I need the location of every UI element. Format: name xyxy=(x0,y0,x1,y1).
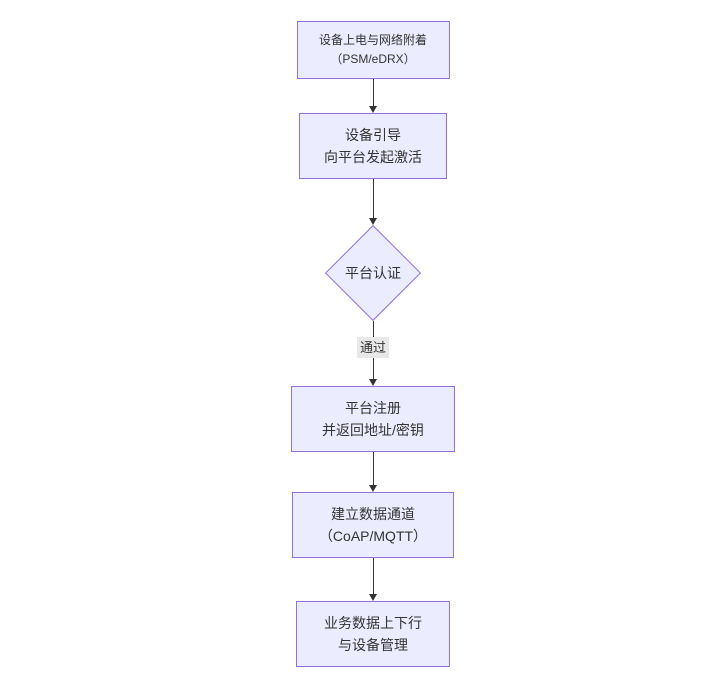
arrow-channel-to-business xyxy=(323,558,423,601)
arrow-line xyxy=(372,79,374,106)
node-line: 建立数据通道 xyxy=(331,506,415,522)
flow-node-auth-decision: 平台认证 xyxy=(323,224,423,322)
node-line: 并返回地址/密钥 xyxy=(322,422,424,438)
flow-node-data-channel: 建立数据通道 （CoAP/MQTT） xyxy=(292,492,454,558)
arrowhead-icon xyxy=(369,218,377,225)
node-line: （PSM/eDRX） xyxy=(330,52,416,66)
arrow-line xyxy=(372,558,374,594)
node-line: 平台认证 xyxy=(345,265,401,281)
arrow-power-to-boot xyxy=(323,79,423,113)
arrowhead-icon xyxy=(369,106,377,113)
node-line: 设备上电与网络附着 xyxy=(318,33,427,47)
arrow-line xyxy=(372,452,374,485)
node-line: 向平台发起激活 xyxy=(324,149,422,165)
node-line: 平台注册 xyxy=(345,400,401,416)
arrow-boot-to-auth xyxy=(323,179,423,225)
arrow-auth-to-register: 通过 xyxy=(323,321,423,386)
flow-node-business: 业务数据上下行 与设备管理 xyxy=(296,601,450,667)
arrowhead-icon xyxy=(369,379,377,386)
arrow-register-to-channel xyxy=(323,452,423,492)
flow-node-bootstrap: 设备引导 向平台发起激活 xyxy=(299,113,447,179)
node-line: 业务数据上下行 xyxy=(324,615,422,631)
node-line: 与设备管理 xyxy=(338,637,408,653)
arrowhead-icon xyxy=(369,485,377,492)
node-line: （CoAP/MQTT） xyxy=(318,528,428,544)
flowchart-column: 设备上电与网络附着 （PSM/eDRX） 设备引导 向平台发起激活 平台认证 通… xyxy=(273,21,473,667)
arrow-line xyxy=(372,179,374,218)
edge-label-pass: 通过 xyxy=(356,337,390,358)
node-line: 设备引导 xyxy=(345,127,401,143)
arrowhead-icon xyxy=(369,594,377,601)
flow-node-register: 平台注册 并返回地址/密钥 xyxy=(291,386,455,452)
flow-node-power-attach: 设备上电与网络附着 （PSM/eDRX） xyxy=(296,21,450,79)
